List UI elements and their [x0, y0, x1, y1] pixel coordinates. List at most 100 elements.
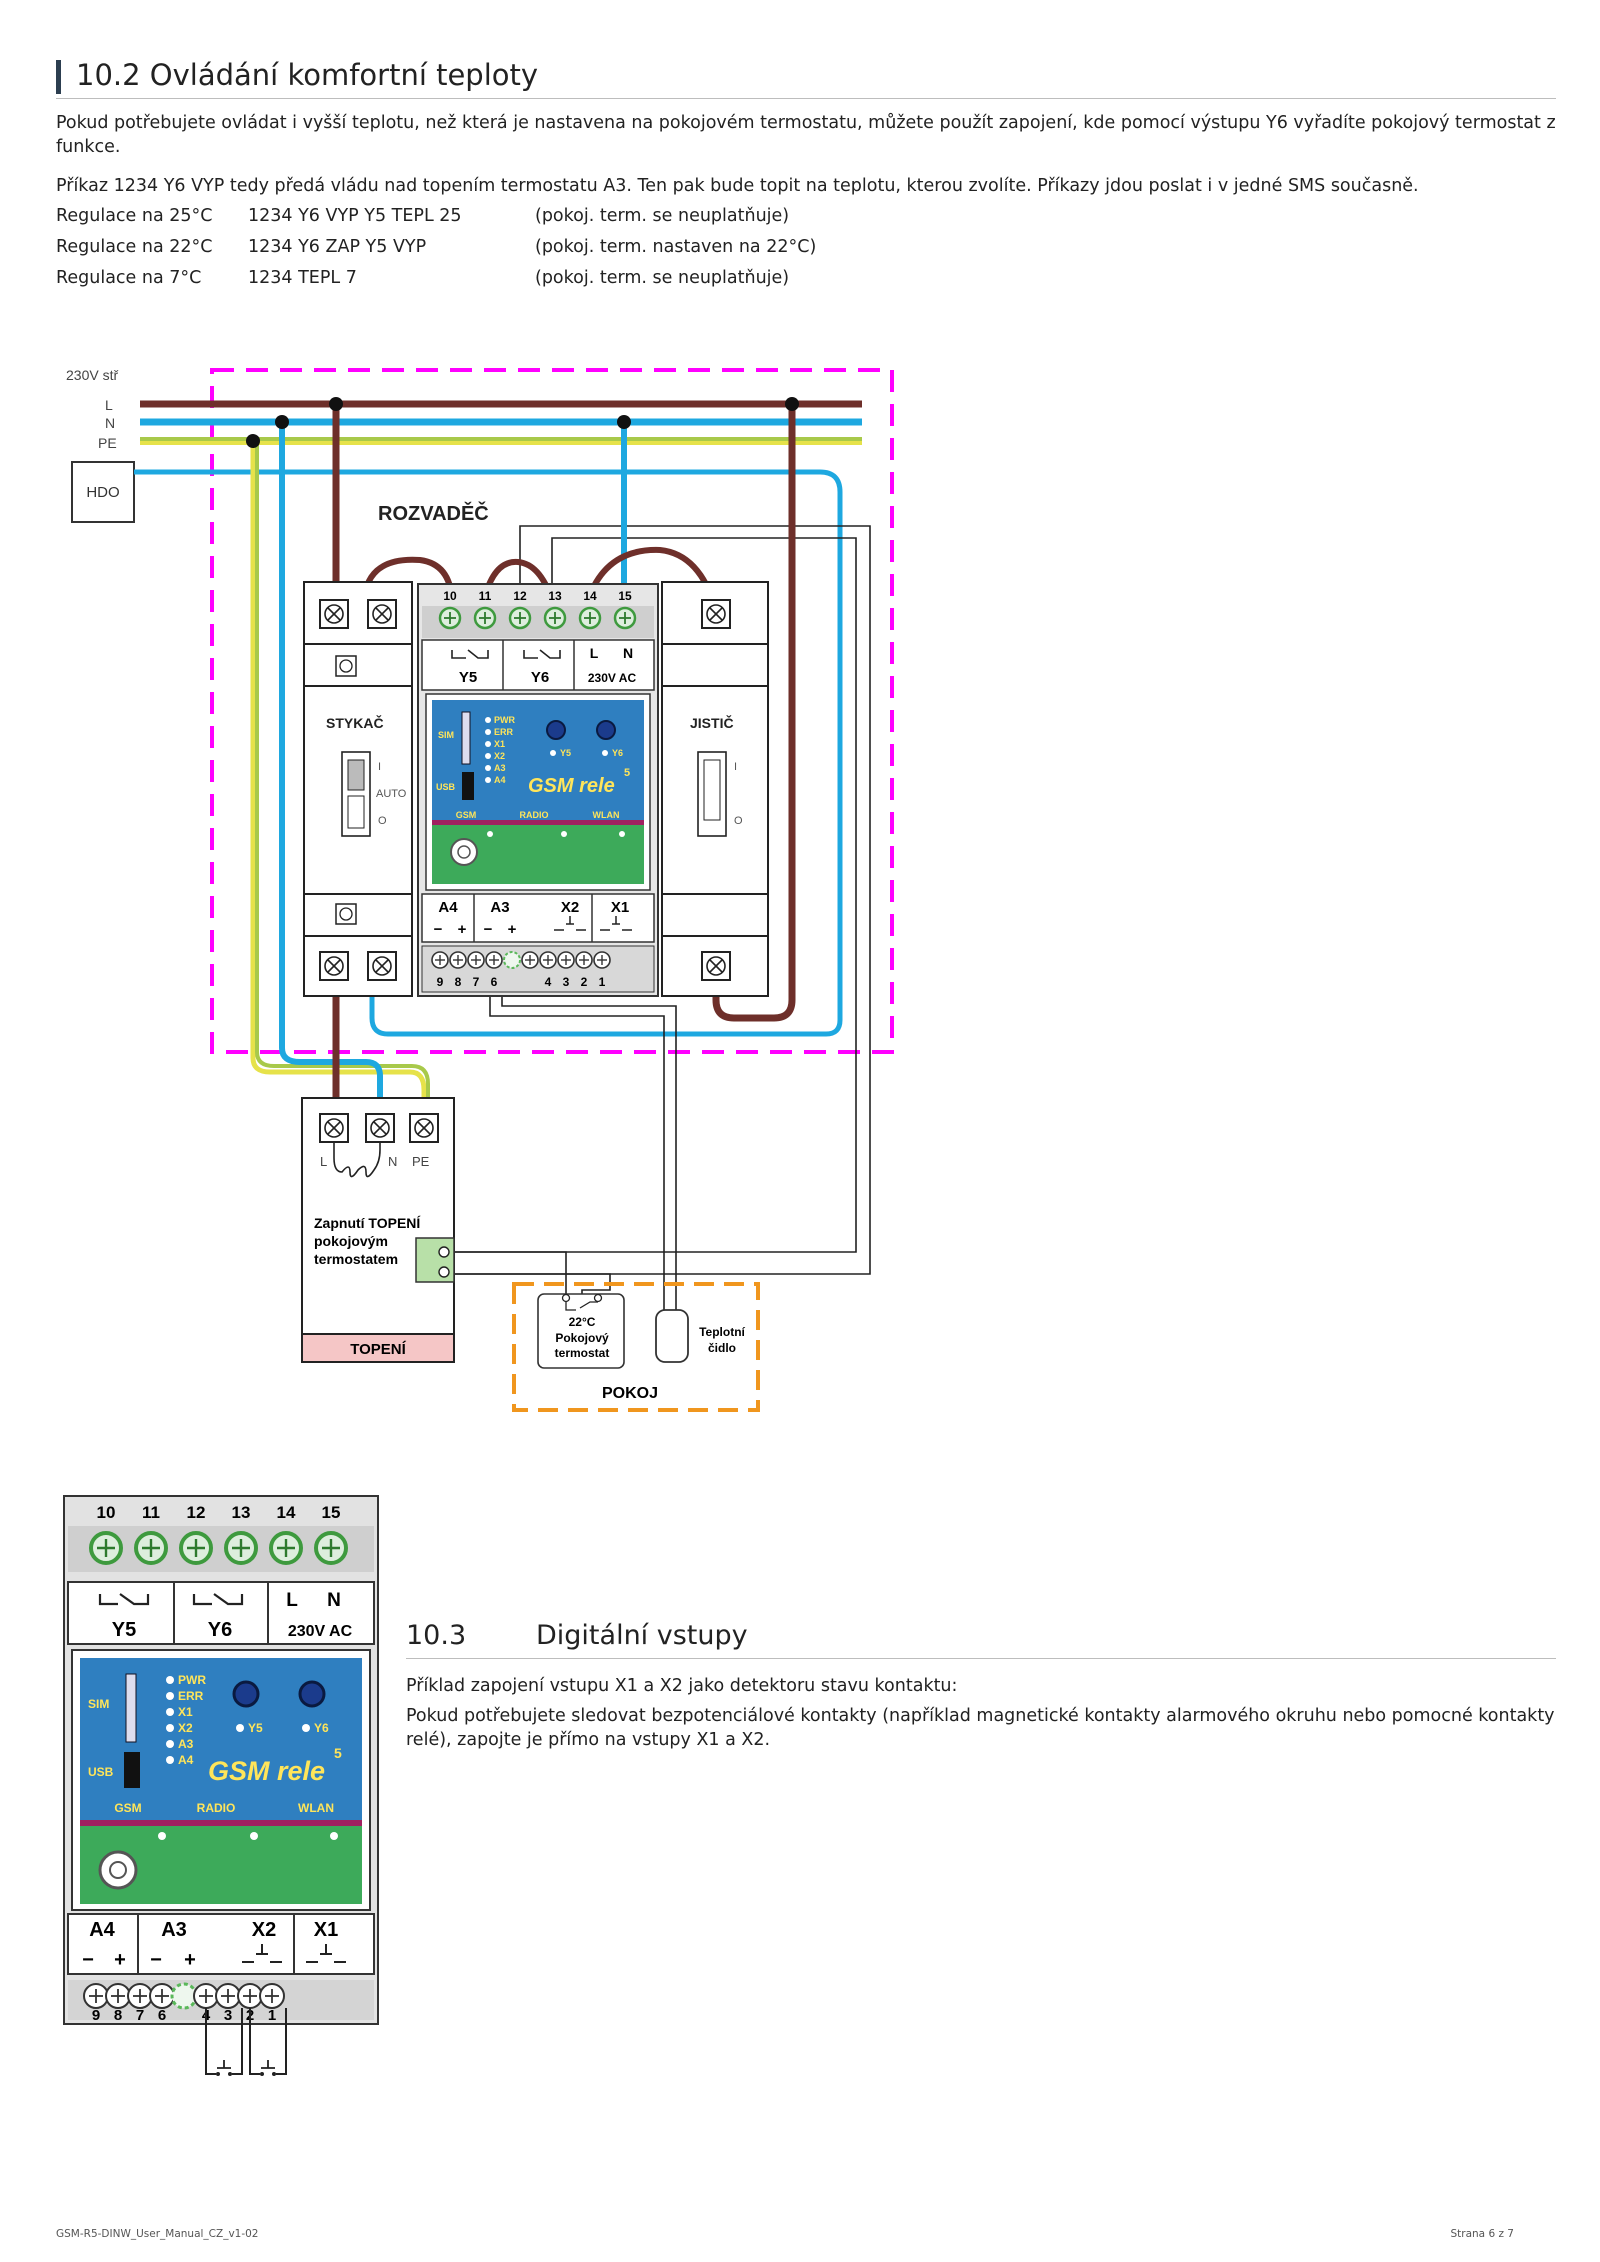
input-a4-label: A4 — [438, 899, 458, 916]
cabinet-label: ROZVADĚČ — [378, 501, 489, 525]
line-l-label: L — [105, 397, 113, 413]
top-terminal: 10 — [443, 589, 457, 603]
wiring-diagram: 230V stř L N PE HDO ROZVADĚČ — [66, 367, 894, 1412]
top-terminal: 11 — [479, 589, 492, 603]
output-y6-label: Y6 — [208, 1619, 232, 1641]
row-note: (pokoj. term. se neuplatňuje) — [535, 206, 790, 226]
top-terminal: 14 — [583, 589, 597, 603]
antenna-connector-icon — [98, 1850, 138, 1890]
section-number: 10.3 — [406, 1620, 467, 1651]
usb-label: USB — [88, 1765, 114, 1779]
contactor: STYKAČ I AUTO O — [303, 581, 413, 997]
brand-version: 5 — [624, 767, 630, 779]
contactor-pos-on: I — [378, 761, 381, 773]
sensor-wire-2 — [501, 988, 677, 1320]
pe-wire — [250, 443, 427, 1110]
intro-paragraph: Pokud potřebujete ovládat i vyšší teplot… — [56, 113, 1556, 157]
l-wire-breaker — [712, 404, 796, 1022]
section-title: Digitální vstupy — [536, 1620, 748, 1651]
minus-sign: − — [484, 921, 493, 938]
module-panel — [80, 1658, 362, 1820]
led-label: PWR — [494, 715, 515, 725]
row-label: Regulace na 25°C — [56, 206, 213, 226]
input-x1-label: X1 — [611, 899, 629, 916]
power-n-label: N — [623, 645, 633, 661]
bottom-led-label: GSM — [114, 1801, 141, 1815]
relay-y6-icon — [192, 1593, 244, 1606]
bottom-terminal: 4 — [545, 975, 552, 989]
heater: L N PE Zapnutí TOPENÍ pokojovým termosta… — [301, 1097, 455, 1363]
line-pe-label: PE — [98, 435, 117, 451]
led-y6-label: Y6 — [612, 748, 623, 758]
plus-sign: + — [458, 921, 467, 938]
bottom-terminal: 2 — [581, 975, 588, 989]
antenna-connector-icon — [450, 838, 478, 866]
top-terminal: 14 — [277, 1503, 296, 1522]
thermostat-label-2: termostat — [555, 1346, 610, 1360]
command-paragraph: Příkaz 1234 Y6 VYP tedy předá vládu nad … — [56, 176, 1419, 196]
bottom-terminal: 7 — [473, 975, 480, 989]
plus-sign: + — [114, 1949, 126, 1971]
led-label: A3 — [494, 763, 506, 773]
top-terminal: 13 — [548, 589, 562, 603]
usb-port-icon — [124, 1752, 140, 1788]
top-terminal: 12 — [513, 589, 527, 603]
section-heading-10-3: 10.3 Digitální vstupy — [406, 1618, 1556, 1659]
footer-page-number: Strana 6 z 7 — [1450, 2228, 1514, 2240]
input-a4-label: A4 — [89, 1919, 115, 1941]
contact-x1-icon — [306, 1944, 346, 1963]
input-x1-label: X1 — [314, 1919, 338, 1941]
bottom-led-label: GSM — [456, 810, 477, 820]
contact-x1-wiring — [249, 2008, 287, 2075]
row-note: (pokoj. term. se neuplatňuje) — [535, 268, 790, 288]
room: POKOJ 22°C Pokojový termostat Teplotní č… — [512, 1282, 760, 1412]
bottom-terminal: 1 — [599, 975, 606, 989]
bottom-led-label: RADIO — [197, 1801, 236, 1815]
led-y5-label: Y5 — [248, 1721, 263, 1735]
breaker-pos-on: I — [734, 761, 737, 773]
row-label: Regulace na 7°C — [56, 268, 202, 288]
contact-x1-icon — [600, 916, 632, 931]
sensor-label-1: Teplotní — [699, 1325, 745, 1339]
contactor-pos-auto: AUTO — [376, 788, 407, 800]
footer-document-id: GSM-R5-DINW_User_Manual_CZ_v1-02 — [56, 2228, 259, 2240]
module-illustration: 10 11 12 13 14 15 L N Y5 Y6 230V AC SIM … — [63, 1495, 379, 2076]
led-label: A4 — [178, 1753, 194, 1767]
input-a3-label: A3 — [490, 899, 509, 916]
power-l-label: L — [590, 645, 599, 661]
inputs-paragraph-2: Pokud potřebujete sledovat bezpotenciálo… — [406, 1706, 1555, 1750]
contactor-pos-off: O — [378, 815, 387, 827]
output-y5-label: Y5 — [459, 669, 477, 686]
relay-y6-icon — [523, 649, 561, 659]
heading-accent-bar — [56, 60, 61, 94]
top-terminal: 13 — [232, 1503, 251, 1522]
bottom-terminal: 1 — [268, 2007, 276, 2024]
sensor-wire-1 — [489, 988, 665, 1320]
bridge-14-breaker — [585, 546, 719, 611]
bottom-terminal: 7 — [136, 2007, 144, 2024]
temperature-sensor — [655, 1309, 689, 1363]
section-heading-10-2: 10.2 Ovládání komfortní teploty — [56, 58, 1556, 99]
led-label: PWR — [178, 1673, 206, 1687]
brand-version: 5 — [334, 1745, 342, 1761]
bottom-led-label: WLAN — [593, 810, 620, 820]
power-n-label: N — [327, 1590, 341, 1611]
top-terminal: 10 — [97, 1503, 116, 1522]
led-label: A3 — [178, 1737, 194, 1751]
top-terminal: 15 — [322, 1503, 341, 1522]
input-x2-label: X2 — [561, 899, 579, 916]
button-y5-icon — [546, 720, 566, 740]
contact-x2-icon — [554, 916, 586, 931]
thermostat-temp: 22°C — [569, 1315, 596, 1329]
breaker-label: JISTIČ — [690, 714, 734, 731]
row-command: 1234 Y6 VYP Y5 TEPL 25 — [248, 206, 462, 226]
input-x2-label: X2 — [252, 1919, 276, 1941]
heater-text-1: Zapnutí TOPENÍ — [314, 1215, 421, 1231]
bottom-led-label: RADIO — [520, 810, 549, 820]
minus-sign: − — [434, 921, 443, 938]
row-command: 1234 TEPL 7 — [248, 268, 357, 288]
top-terminal: 11 — [142, 1503, 160, 1522]
cabinet-outline — [210, 368, 894, 1054]
heating-coil-icon — [333, 1142, 381, 1178]
minus-sign: − — [82, 1949, 94, 1971]
